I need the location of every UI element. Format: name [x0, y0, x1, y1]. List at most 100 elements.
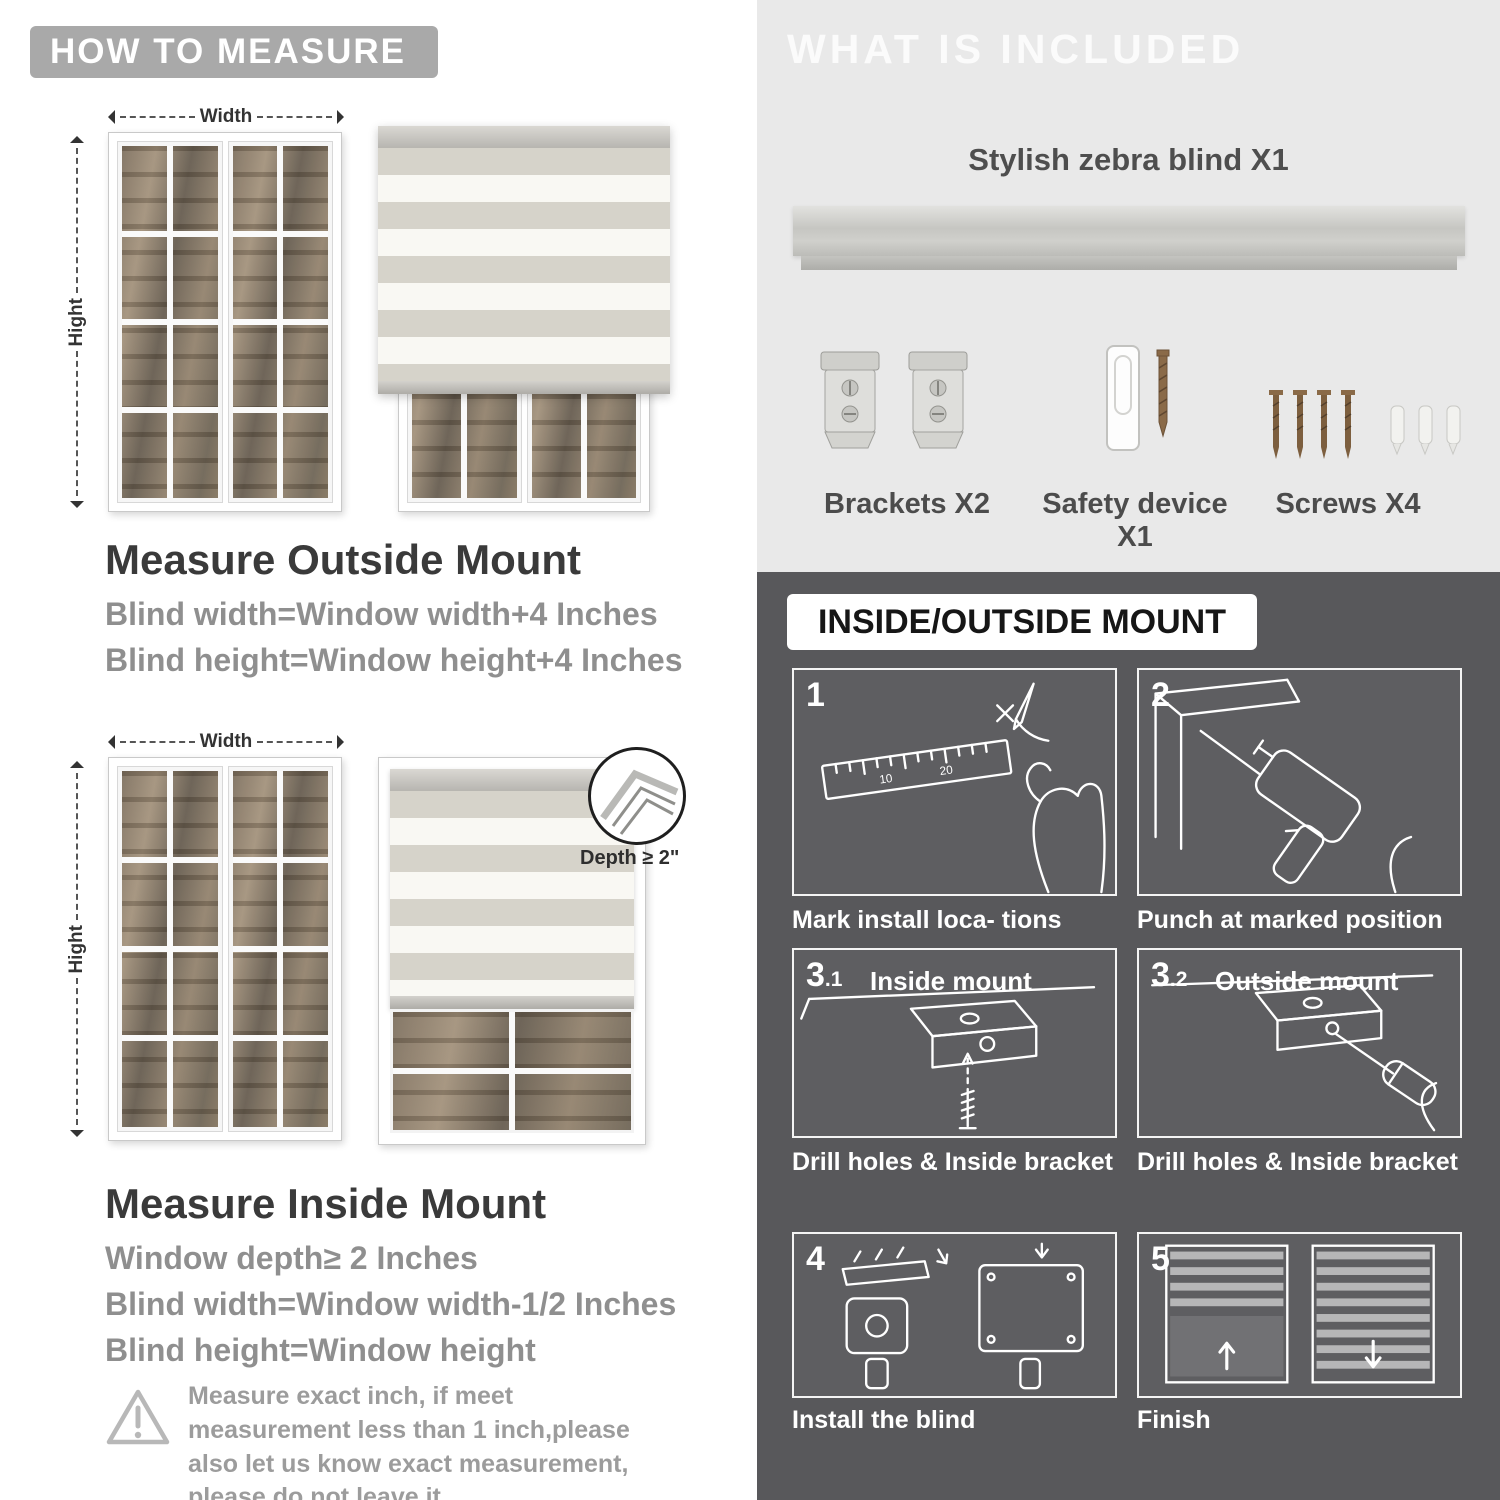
- muntin: [232, 857, 328, 863]
- dashed-line: [76, 351, 78, 497]
- measure-note: Measure exact inch, if meet measurement …: [188, 1382, 630, 1500]
- warning-triangle-icon: [103, 1386, 173, 1450]
- mount-title: INSIDE/OUTSIDE MOUNT: [787, 594, 1257, 650]
- dashed-line: [257, 741, 332, 743]
- arrow-right-icon: [337, 735, 344, 749]
- step-number: 5: [1151, 1240, 1170, 1278]
- included-section: WHAT IS INCLUDED Stylish zebra blind X1: [757, 0, 1500, 572]
- depth-callout-label: Depth ≥ 2": [580, 847, 680, 869]
- arrow-down-icon: [70, 501, 84, 509]
- step-caption-3-1: Drill holes & Inside bracket: [792, 1148, 1113, 1176]
- blind-cassette: [378, 126, 670, 148]
- step-number: 2: [1151, 676, 1170, 714]
- step-panel-5: 5: [1137, 1232, 1462, 1398]
- window-casement: [117, 141, 223, 503]
- step-number: 1: [806, 676, 825, 714]
- muntin: [122, 1035, 218, 1041]
- inside-mount-label: Inside mount: [870, 966, 1032, 996]
- inside-depth-rule: Window depth≥ 2 Inches: [105, 1240, 478, 1276]
- zebra-blind-illustration: [390, 769, 634, 1009]
- step-panel-1: 1: [792, 668, 1117, 896]
- width-label: Width: [199, 106, 253, 127]
- blind-stripes: [378, 148, 670, 381]
- muntin: [393, 1068, 631, 1074]
- arrow-left-icon: [108, 110, 115, 124]
- inside-height-rule: Blind height=Window height: [105, 1332, 536, 1368]
- safety-device-label: Safety device X1: [1042, 488, 1228, 553]
- width-label: Width: [199, 731, 253, 752]
- height-arrow: Hight: [66, 761, 88, 1138]
- how-to-measure-title: HOW TO MEASURE: [50, 32, 406, 71]
- bracket-icon: [815, 348, 885, 456]
- step-caption-3-2: Drill holes & Inside bracket: [1137, 1148, 1458, 1176]
- finish-illustration: [1165, 1244, 1435, 1384]
- inside-width-rule: Blind width=Window width-1/2 Inches: [105, 1286, 677, 1322]
- step-panel-2: 2: [1137, 668, 1462, 896]
- safety-device-icon: [1099, 342, 1191, 460]
- drill-illustration: [1154, 678, 1413, 894]
- blind-cassette: [390, 769, 634, 791]
- dashed-line: [76, 148, 78, 293]
- mark-location-illustration: 10 20: [821, 682, 1106, 894]
- muntin: [232, 1035, 328, 1041]
- outside-mount-figure: Width Hight: [60, 100, 710, 532]
- step-caption-5: Finish: [1137, 1406, 1211, 1434]
- inside-mount-title: Measure Inside Mount: [105, 1180, 547, 1227]
- window-casement: [227, 766, 333, 1132]
- height-label: Hight: [66, 297, 87, 347]
- svg-text:10: 10: [879, 772, 894, 787]
- depth-callout-circle: [588, 747, 686, 845]
- dashed-line: [120, 741, 195, 743]
- arrow-up-icon: [70, 761, 84, 768]
- arrow-right-icon: [337, 110, 344, 124]
- outside-height-rule: Blind height=Window height+4 Inches: [105, 642, 683, 678]
- window-corner-zoom-icon: [600, 769, 679, 835]
- window-illustration: [108, 132, 342, 512]
- step-number: 3.2: [1151, 956, 1188, 994]
- dashed-line: [76, 978, 78, 1126]
- width-arrow: Width: [108, 731, 344, 753]
- blind-stripes: [390, 791, 634, 996]
- outside-width-rule: Blind width=Window width+4 Inches: [105, 596, 658, 632]
- arrow-up-icon: [70, 136, 84, 143]
- muntin: [122, 407, 218, 413]
- step-panel-3-2: 3.2 Outside mount: [1137, 948, 1462, 1138]
- dashed-line: [76, 773, 78, 920]
- outside-mount-title: Measure Outside Mount: [105, 536, 582, 583]
- muntin: [232, 407, 328, 413]
- mount-section: INSIDE/OUTSIDE MOUNT 1: [757, 572, 1500, 1500]
- dashed-line: [257, 116, 332, 118]
- muntin: [232, 319, 328, 325]
- step-number: 3.1: [806, 956, 843, 994]
- window-illustration: [108, 757, 342, 1141]
- window-casement: [227, 141, 333, 503]
- muntin: [122, 857, 218, 863]
- arrow-left-icon: [108, 735, 115, 749]
- muntin: [232, 946, 328, 952]
- outside-mount-label: Outside mount: [1215, 966, 1399, 996]
- bracket-icon: [903, 348, 973, 456]
- screws-anchors-icon: [1265, 388, 1475, 464]
- muntin: [122, 946, 218, 952]
- blind-bottom-rail: [378, 381, 670, 394]
- inside-mount-figure: Width Hight: [60, 725, 720, 1173]
- inside-mount-window: [378, 757, 646, 1145]
- step-caption-4: Install the blind: [792, 1406, 976, 1434]
- blind-item-label: Stylish zebra blind X1: [968, 142, 1289, 177]
- step-caption-1: Mark install loca- tions: [792, 906, 1062, 934]
- height-label: Hight: [66, 924, 87, 974]
- blind-bottom-rail: [390, 996, 634, 1009]
- window-lower-panes: [390, 1009, 634, 1133]
- how-to-measure-banner: HOW TO MEASURE: [30, 26, 438, 78]
- step-panel-4: 4: [792, 1232, 1117, 1398]
- brackets-label: Brackets X2: [823, 488, 991, 520]
- muntin: [122, 319, 218, 325]
- step-caption-2: Punch at marked position: [1137, 906, 1443, 934]
- height-arrow: Hight: [66, 136, 88, 509]
- muntin: [232, 231, 328, 237]
- width-arrow: Width: [108, 106, 344, 128]
- step-number: 4: [806, 1240, 825, 1278]
- step-panel-3-1: 3.1 Inside mount: [792, 948, 1117, 1138]
- window-casement: [117, 766, 223, 1132]
- svg-text:20: 20: [939, 763, 954, 778]
